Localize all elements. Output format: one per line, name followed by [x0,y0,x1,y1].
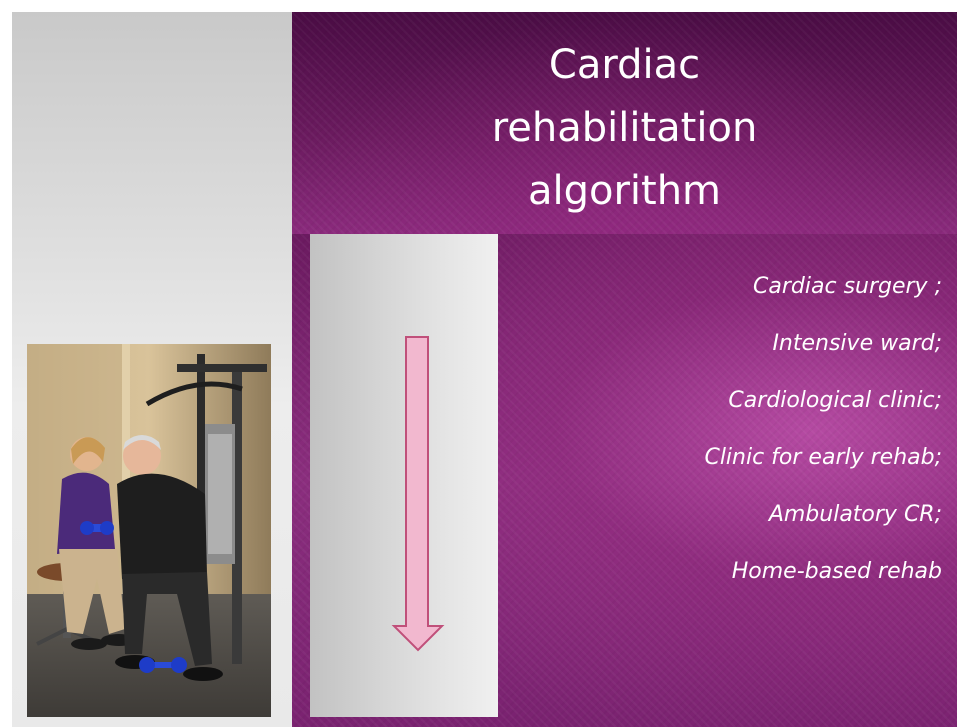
rehab-photo [27,344,271,717]
slide-title: Cardiac rehabilitation algorithm [292,34,957,223]
arrow-panel [310,234,498,717]
title-line-3: algorithm [292,160,957,223]
step-early-rehab-clinic: Clinic for early rehab; [500,439,942,496]
step-cardiological-clinic: Cardiological clinic; [500,382,942,439]
step-intensive-ward: Intensive ward; [500,325,942,382]
rehab-steps-list: Cardiac surgery ; Intensive ward; Cardio… [500,268,942,610]
step-ambulatory-cr: Ambulatory CR; [500,496,942,553]
step-cardiac-surgery: Cardiac surgery ; [500,268,942,325]
title-line-2: rehabilitation [292,97,957,160]
down-arrow-icon [310,234,498,717]
rehab-photo-illustration [27,344,271,717]
step-home-based-rehab: Home-based rehab [500,553,942,610]
title-line-1: Cardiac [292,34,957,97]
